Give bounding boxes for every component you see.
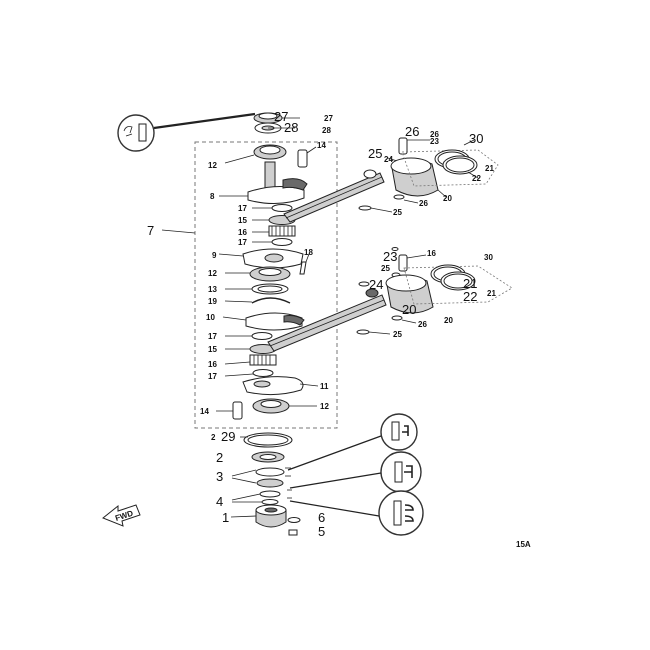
label-17-d: 17: [208, 372, 217, 381]
upper-main-bearing: [224, 144, 287, 164]
label-7: 7: [147, 223, 154, 238]
label-5: 5: [318, 524, 325, 539]
callout-top: [117, 112, 256, 152]
label-14-lower: 14: [200, 407, 209, 416]
label-4: 4: [216, 494, 223, 509]
upper-crankpin-bearing: [252, 204, 296, 246]
label-21-lower-large: 21: [463, 276, 477, 291]
label-8: 8: [210, 192, 215, 201]
label-1: 1: [222, 510, 229, 525]
label-27-small: 27: [324, 114, 333, 123]
label-17-a: 17: [238, 204, 247, 213]
label-28-small: 28: [322, 126, 331, 135]
label-28-large: 28: [284, 120, 298, 135]
woodruff-key: [299, 253, 310, 275]
label-29: 29: [221, 429, 235, 444]
center-main-bearing: [225, 266, 291, 282]
label-22-upper: 22: [472, 174, 481, 183]
circlip: [224, 297, 291, 304]
label-26-small: 26: [430, 130, 439, 139]
bottom-crank-web: [242, 376, 319, 396]
lower-connecting-rod: [267, 288, 387, 352]
label-20-lower-small: 20: [444, 316, 453, 325]
label-25-lower-clip: 25: [393, 330, 402, 339]
lower-crankpin-bearing: [224, 332, 277, 377]
label-10: 10: [206, 313, 215, 322]
label-24-large: 24: [369, 277, 383, 292]
label-3: 3: [216, 469, 223, 484]
callout-seal-orientation-2: [289, 451, 422, 493]
label-25-lower: 25: [381, 264, 390, 273]
label-25-large: 25: [368, 146, 382, 161]
label-30-upper: 30: [469, 131, 483, 146]
upper-connecting-rod: [283, 169, 385, 223]
label-17-b: 17: [238, 238, 247, 247]
label-23-small: 23: [430, 137, 439, 146]
label-16-a: 16: [238, 228, 247, 237]
label-14-upper: 14: [317, 141, 326, 150]
lower-main-bearing: [252, 398, 317, 414]
label-19: 19: [208, 297, 217, 306]
label-12-top: 12: [208, 161, 217, 170]
upper-piston-assembly: [358, 137, 499, 213]
label-20-large: 20: [402, 302, 416, 317]
callout-seal-orientation-1: [287, 413, 418, 471]
lower-crank-web: [222, 312, 305, 331]
label-2: 2: [216, 450, 223, 465]
label-18: 18: [304, 248, 313, 257]
label-12-middle: 12: [208, 269, 217, 278]
label-15-b: 15: [208, 345, 217, 354]
dowel-pin-upper: [297, 146, 317, 168]
label-24-small: 24: [384, 155, 393, 164]
label-25-upper-clip: 25: [393, 208, 402, 217]
label-30-lower: 30: [484, 253, 493, 262]
label-6: 6: [318, 510, 325, 525]
label-26-upper-clip: 26: [419, 199, 428, 208]
label-22-lower: 22: [463, 289, 477, 304]
retaining-ring: [225, 283, 289, 295]
page-code: 15A: [516, 540, 531, 549]
dowel-pin-lower: [216, 401, 243, 420]
label-21-lower-small: 21: [487, 289, 496, 298]
label-9: 9: [212, 251, 217, 260]
label-16-b: 16: [208, 360, 217, 369]
top-oil-seal: [253, 112, 300, 134]
label-12-bottom: 12: [320, 402, 329, 411]
label-16-small: 16: [427, 249, 436, 258]
lower-piston-assembly: [356, 247, 513, 335]
label-11: 11: [320, 382, 329, 391]
label-17-c: 17: [208, 332, 217, 341]
callout-labels: 27 27 28 28 26 26 23 30 25 24 21 22 20 2…: [114, 109, 531, 549]
middle-crank-web: [218, 248, 304, 269]
label-26-large: 26: [405, 124, 419, 139]
lower-seal-stack: [230, 432, 301, 536]
label-21-upper: 21: [485, 164, 494, 173]
label-2-small: 2: [211, 433, 216, 442]
label-13: 13: [208, 285, 217, 294]
label-26-lower-clip: 26: [418, 320, 427, 329]
label-27-large: 27: [274, 109, 288, 124]
assembly-leader: [161, 229, 196, 234]
label-20-upper: 20: [443, 194, 452, 203]
crankshaft-assembly-boundary: [194, 141, 338, 429]
label-15-a: 15: [238, 216, 247, 225]
fwd-arrow-icon: [102, 504, 141, 527]
label-23-large: 23: [383, 249, 397, 264]
callout-seal-orientation-3: [289, 490, 424, 536]
upper-crank-web: [219, 161, 308, 204]
